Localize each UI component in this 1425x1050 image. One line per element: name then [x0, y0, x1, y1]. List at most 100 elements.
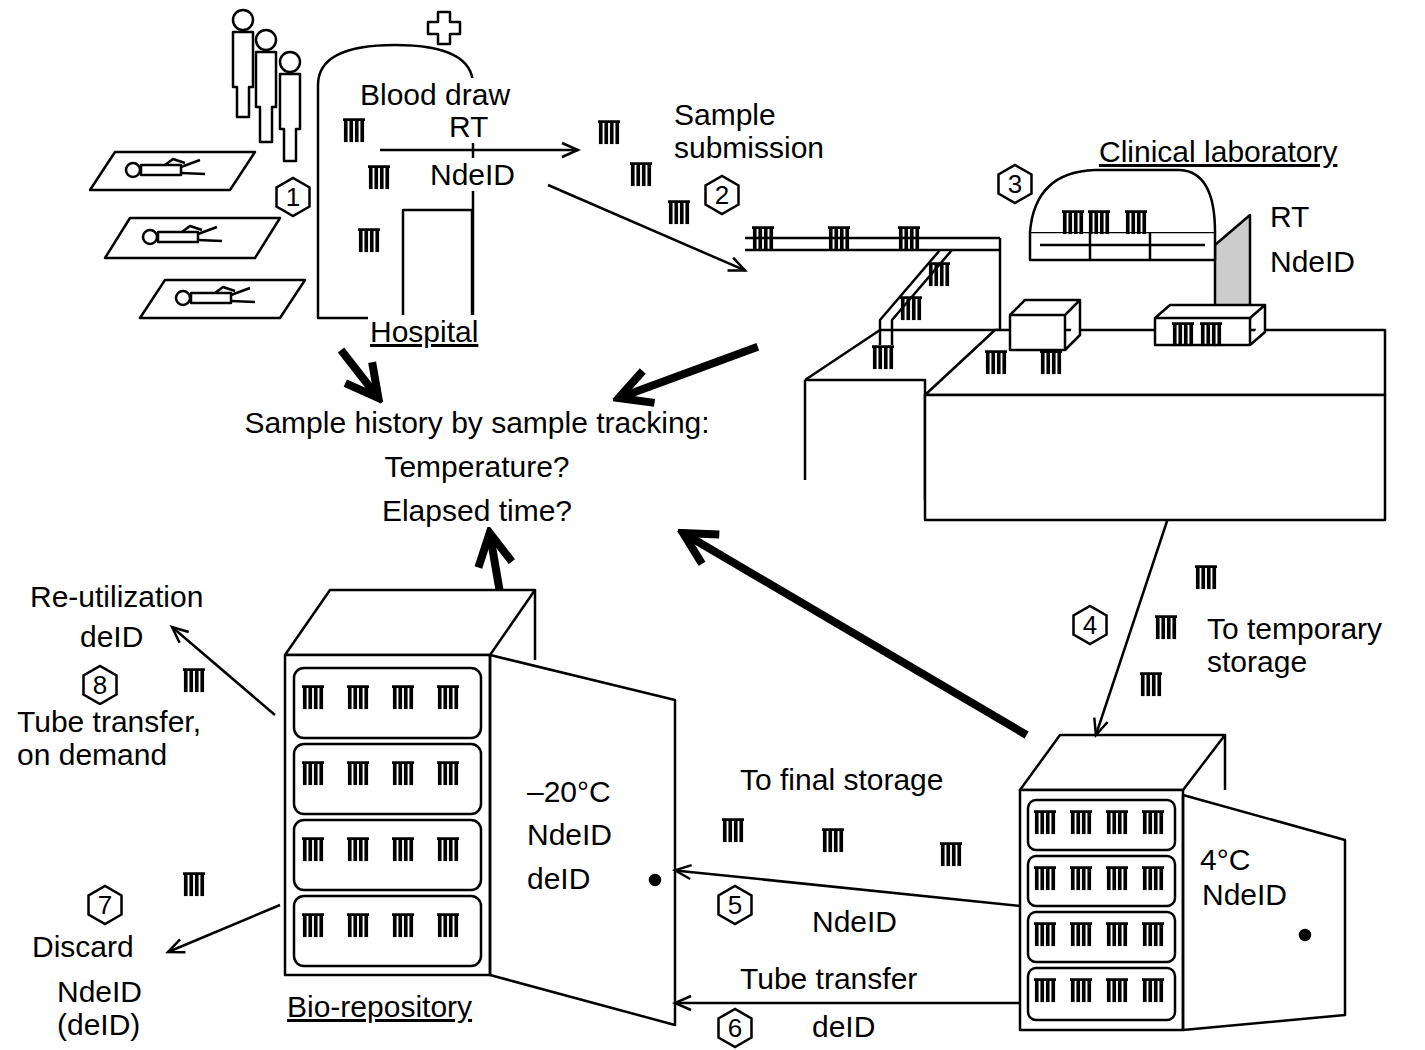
node-text: Clinical laboratory — [1097, 135, 1339, 168]
sample-tube — [1106, 922, 1128, 946]
diagram-node: Clinical laboratoryRT NdeID — [745, 130, 1385, 520]
lab-analyzer — [745, 170, 1385, 520]
sample-tube — [1034, 810, 1056, 834]
callout-hexagon — [277, 178, 310, 216]
sample-tube — [183, 668, 205, 692]
node-text: RT — [1268, 200, 1311, 233]
tracking-arrow — [619, 347, 758, 398]
node-text: Elapsed time? — [185, 494, 769, 527]
flow-arrow — [675, 1002, 1020, 1005]
sample-tube — [1070, 922, 1092, 946]
note-label: Discard — [30, 930, 136, 963]
sample-tube — [392, 685, 414, 709]
sample-tube — [437, 913, 459, 937]
sample-tube — [1106, 866, 1128, 890]
node-text: Temperature? — [185, 450, 769, 483]
sample-tube — [1142, 922, 1164, 946]
node-text: 4°C — [1198, 843, 1252, 876]
edge-label: To final storage — [738, 763, 945, 796]
sample-tube — [1195, 565, 1217, 589]
sample-tube — [598, 120, 620, 144]
people — [233, 10, 300, 161]
sample-tube — [347, 761, 369, 785]
note-label: deID — [78, 620, 145, 653]
sample-tube — [1106, 810, 1128, 834]
callout-number: 1 — [284, 183, 302, 212]
callout-number: 7 — [96, 891, 114, 920]
sample-tube — [1062, 210, 1084, 234]
diagram-node: Blood drawRTNdeIDHospital — [318, 20, 548, 350]
sample-tube — [302, 761, 324, 785]
callout-number: 3 — [1006, 170, 1024, 199]
node-text: Hospital — [368, 315, 480, 348]
sample-tube — [343, 118, 365, 142]
sample-tube — [1142, 866, 1164, 890]
patients — [90, 152, 305, 318]
sample-tube — [722, 818, 744, 842]
sample-tube — [1070, 866, 1092, 890]
note-label: Tube transfer, on demand — [15, 705, 234, 771]
sample-tube — [898, 226, 920, 250]
sample-tube — [1200, 322, 1222, 346]
sample-tube — [1070, 810, 1092, 834]
fridge-4c — [1020, 735, 1345, 1030]
sample-tube — [392, 761, 414, 785]
node-text: NdeID — [1268, 245, 1357, 278]
note-label: NdeID (deID) — [55, 975, 169, 1041]
sample-tube — [1070, 978, 1092, 1002]
node-text: –20°C — [525, 775, 613, 808]
sample-tube — [437, 837, 459, 861]
sample-tube — [368, 165, 390, 189]
sample-tube — [1088, 210, 1110, 234]
callout-number: 8 — [91, 671, 109, 700]
sample-tube — [1155, 615, 1177, 639]
callout-number: 4 — [1081, 611, 1099, 640]
edge-label: Sample submission — [672, 98, 876, 164]
sample-tube — [302, 685, 324, 709]
diagram-node: –20°C NdeID deID Bio-repository — [285, 590, 675, 1035]
sample-tube — [347, 685, 369, 709]
sample-tube — [347, 837, 369, 861]
sample-tube — [437, 685, 459, 709]
callout-hexagon — [1074, 606, 1107, 644]
node-text: NdeID — [428, 158, 517, 191]
tracking-arrow — [683, 533, 1027, 735]
node-text: deID — [525, 862, 592, 895]
sample-tube — [752, 226, 774, 250]
node-text: NdeID — [1200, 878, 1289, 911]
tracking-arrow — [341, 350, 378, 398]
sample-tube — [183, 872, 205, 896]
callout-hexagon — [706, 176, 739, 214]
sample-tube — [985, 350, 1007, 374]
sample-tube — [630, 162, 652, 186]
sample-tube — [437, 761, 459, 785]
sample-tube — [928, 262, 950, 286]
node-text: NdeID — [525, 818, 614, 851]
callout-number: 6 — [726, 1014, 744, 1043]
sample-tube — [347, 913, 369, 937]
sample-tube — [1106, 978, 1128, 1002]
sample-tube — [1172, 322, 1194, 346]
callout-hexagons — [84, 165, 1107, 1047]
flow-arrow — [1096, 520, 1168, 735]
sample-tube — [822, 828, 844, 852]
sample-tube — [358, 228, 380, 252]
callout-hexagon — [89, 886, 122, 924]
sample-tube — [900, 296, 922, 320]
note-label: deID — [810, 1010, 877, 1043]
hospital-building — [318, 12, 578, 318]
node-text: Bio-repository — [285, 990, 474, 1023]
callout-hexagon — [84, 666, 117, 704]
sample-tube — [1125, 210, 1147, 234]
callout-hexagon — [719, 1009, 752, 1047]
flow-arrow — [675, 870, 1020, 906]
sample-tube — [1034, 978, 1056, 1002]
callout-hexagon — [719, 886, 752, 924]
sample-tube — [1142, 810, 1164, 834]
sample-tube — [940, 842, 962, 866]
node-text: Sample history by sample tracking: — [185, 406, 769, 439]
sample-tubes — [183, 118, 1222, 1002]
sample-tube — [828, 226, 850, 250]
sample-tube — [668, 200, 690, 224]
